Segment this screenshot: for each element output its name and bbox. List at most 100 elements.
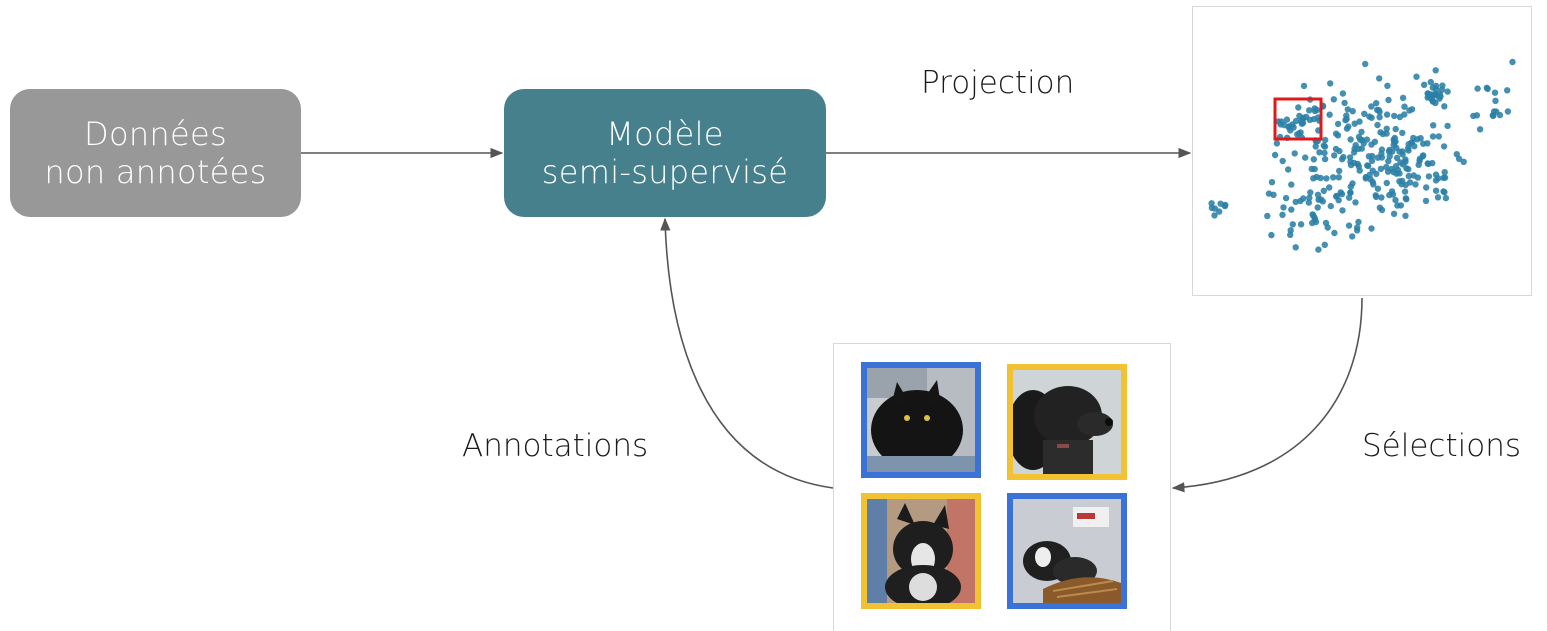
scatter-point — [1436, 91, 1443, 98]
scatter-point — [1373, 100, 1380, 107]
scatter-point — [1397, 159, 1404, 166]
scatter-point — [1317, 196, 1325, 203]
model-line1: Modèle — [606, 115, 724, 153]
scatter-point — [1282, 194, 1290, 202]
scatter-point — [1401, 103, 1408, 110]
scatter-point — [1326, 111, 1333, 118]
scatter-point — [1383, 111, 1391, 118]
thumbnail-black-cat — [861, 362, 981, 478]
projection-label: Projection — [921, 65, 1075, 101]
scatter-point — [1432, 187, 1440, 194]
scatter-point — [1297, 129, 1304, 136]
scatter-point — [1421, 81, 1428, 89]
scatter-point — [1362, 175, 1369, 182]
scatter-point — [1265, 190, 1273, 197]
scatter-point — [1444, 88, 1451, 95]
scatter-point — [1292, 198, 1299, 206]
scatter-point — [1440, 188, 1447, 195]
scatter-point — [1385, 96, 1392, 104]
scatter-point — [1383, 130, 1390, 137]
scatter-point — [1308, 165, 1315, 173]
scatter-point — [1439, 82, 1446, 89]
scatter-point — [1305, 199, 1312, 206]
selections-label: Sélections — [1362, 428, 1522, 464]
black-puppy-photo — [1013, 370, 1121, 474]
scatter-point — [1414, 136, 1421, 143]
scatter-point — [1310, 156, 1317, 163]
scatter-point — [1358, 128, 1365, 136]
unlabeled-data-node: Données non annotées — [10, 89, 301, 217]
scatter-point — [1371, 138, 1379, 145]
scatter-point — [1378, 194, 1385, 201]
scatter-point — [1208, 200, 1215, 207]
scatter-point — [1429, 133, 1437, 140]
scatter-point — [1444, 122, 1451, 130]
scatter-point — [1355, 133, 1363, 141]
scatter-point — [1402, 195, 1409, 202]
scatter-point — [1384, 82, 1391, 90]
scatter-point — [1302, 154, 1309, 161]
scatter-point — [1287, 231, 1294, 238]
scatter-point — [1369, 152, 1376, 160]
scatter-point — [1429, 159, 1436, 167]
scatter-point — [1288, 206, 1295, 213]
scatter-point — [1327, 202, 1334, 210]
scatter-point — [1315, 246, 1322, 253]
scatter-point — [1383, 125, 1390, 132]
scatter-point — [1311, 216, 1319, 223]
scatter-point — [1306, 116, 1313, 124]
scatter-point — [1321, 241, 1328, 248]
scatter-point — [1492, 97, 1499, 105]
scatter-point — [1331, 152, 1338, 159]
scatter-point — [1344, 106, 1351, 113]
scatter-point — [1300, 82, 1308, 90]
scatter-point — [1435, 133, 1442, 140]
scatter-point — [1396, 148, 1403, 155]
scatter-point — [1394, 202, 1401, 209]
scatter-point — [1405, 166, 1412, 173]
scatter-point — [1396, 113, 1404, 121]
scatter-point — [1377, 165, 1385, 173]
scatter-point — [1337, 189, 1344, 196]
scatter-point — [1415, 161, 1422, 168]
scatter-point — [1339, 207, 1346, 214]
scatter-point — [1429, 97, 1436, 105]
scatter-point — [1347, 136, 1354, 143]
scatter-point — [1406, 107, 1413, 114]
scatter-point — [1295, 104, 1302, 111]
scatter-point — [1358, 145, 1365, 152]
scatter-point — [1362, 60, 1369, 68]
scatter-point — [1399, 94, 1407, 102]
scatter-point — [1347, 158, 1354, 166]
scatter-point — [1378, 150, 1385, 157]
scatter-point — [1390, 210, 1398, 217]
scatter-point — [1401, 188, 1409, 195]
scatter-point — [1341, 99, 1348, 107]
scatter-point — [1217, 200, 1224, 207]
two-cats-in-basket-photo — [1013, 499, 1121, 603]
scatter-point — [1496, 111, 1504, 119]
scatter-point — [1216, 208, 1223, 215]
scatter-point — [1402, 212, 1409, 219]
scatter-point — [1374, 121, 1381, 129]
scatter-point — [1509, 58, 1516, 66]
scatter-point — [1390, 142, 1397, 149]
annotations-label: Annotations — [462, 428, 649, 464]
scatter-point — [1370, 181, 1377, 188]
scatter-point — [1311, 107, 1319, 115]
scatter-point — [1323, 175, 1330, 182]
scatter-point — [1292, 244, 1299, 251]
scatter-point — [1333, 193, 1340, 200]
scatter-point — [1352, 142, 1359, 149]
scatter-point — [1441, 169, 1448, 176]
scatter-point — [1426, 93, 1433, 100]
scatter-point — [1376, 114, 1383, 121]
scatter-point — [1355, 218, 1362, 226]
scatter-point — [1373, 170, 1380, 177]
scatter-point — [1376, 108, 1383, 116]
scatter-point — [1389, 191, 1397, 198]
thumbnail-boston-terrier — [861, 493, 981, 609]
scatter-point — [1314, 191, 1322, 198]
scatter-point — [1393, 154, 1401, 162]
